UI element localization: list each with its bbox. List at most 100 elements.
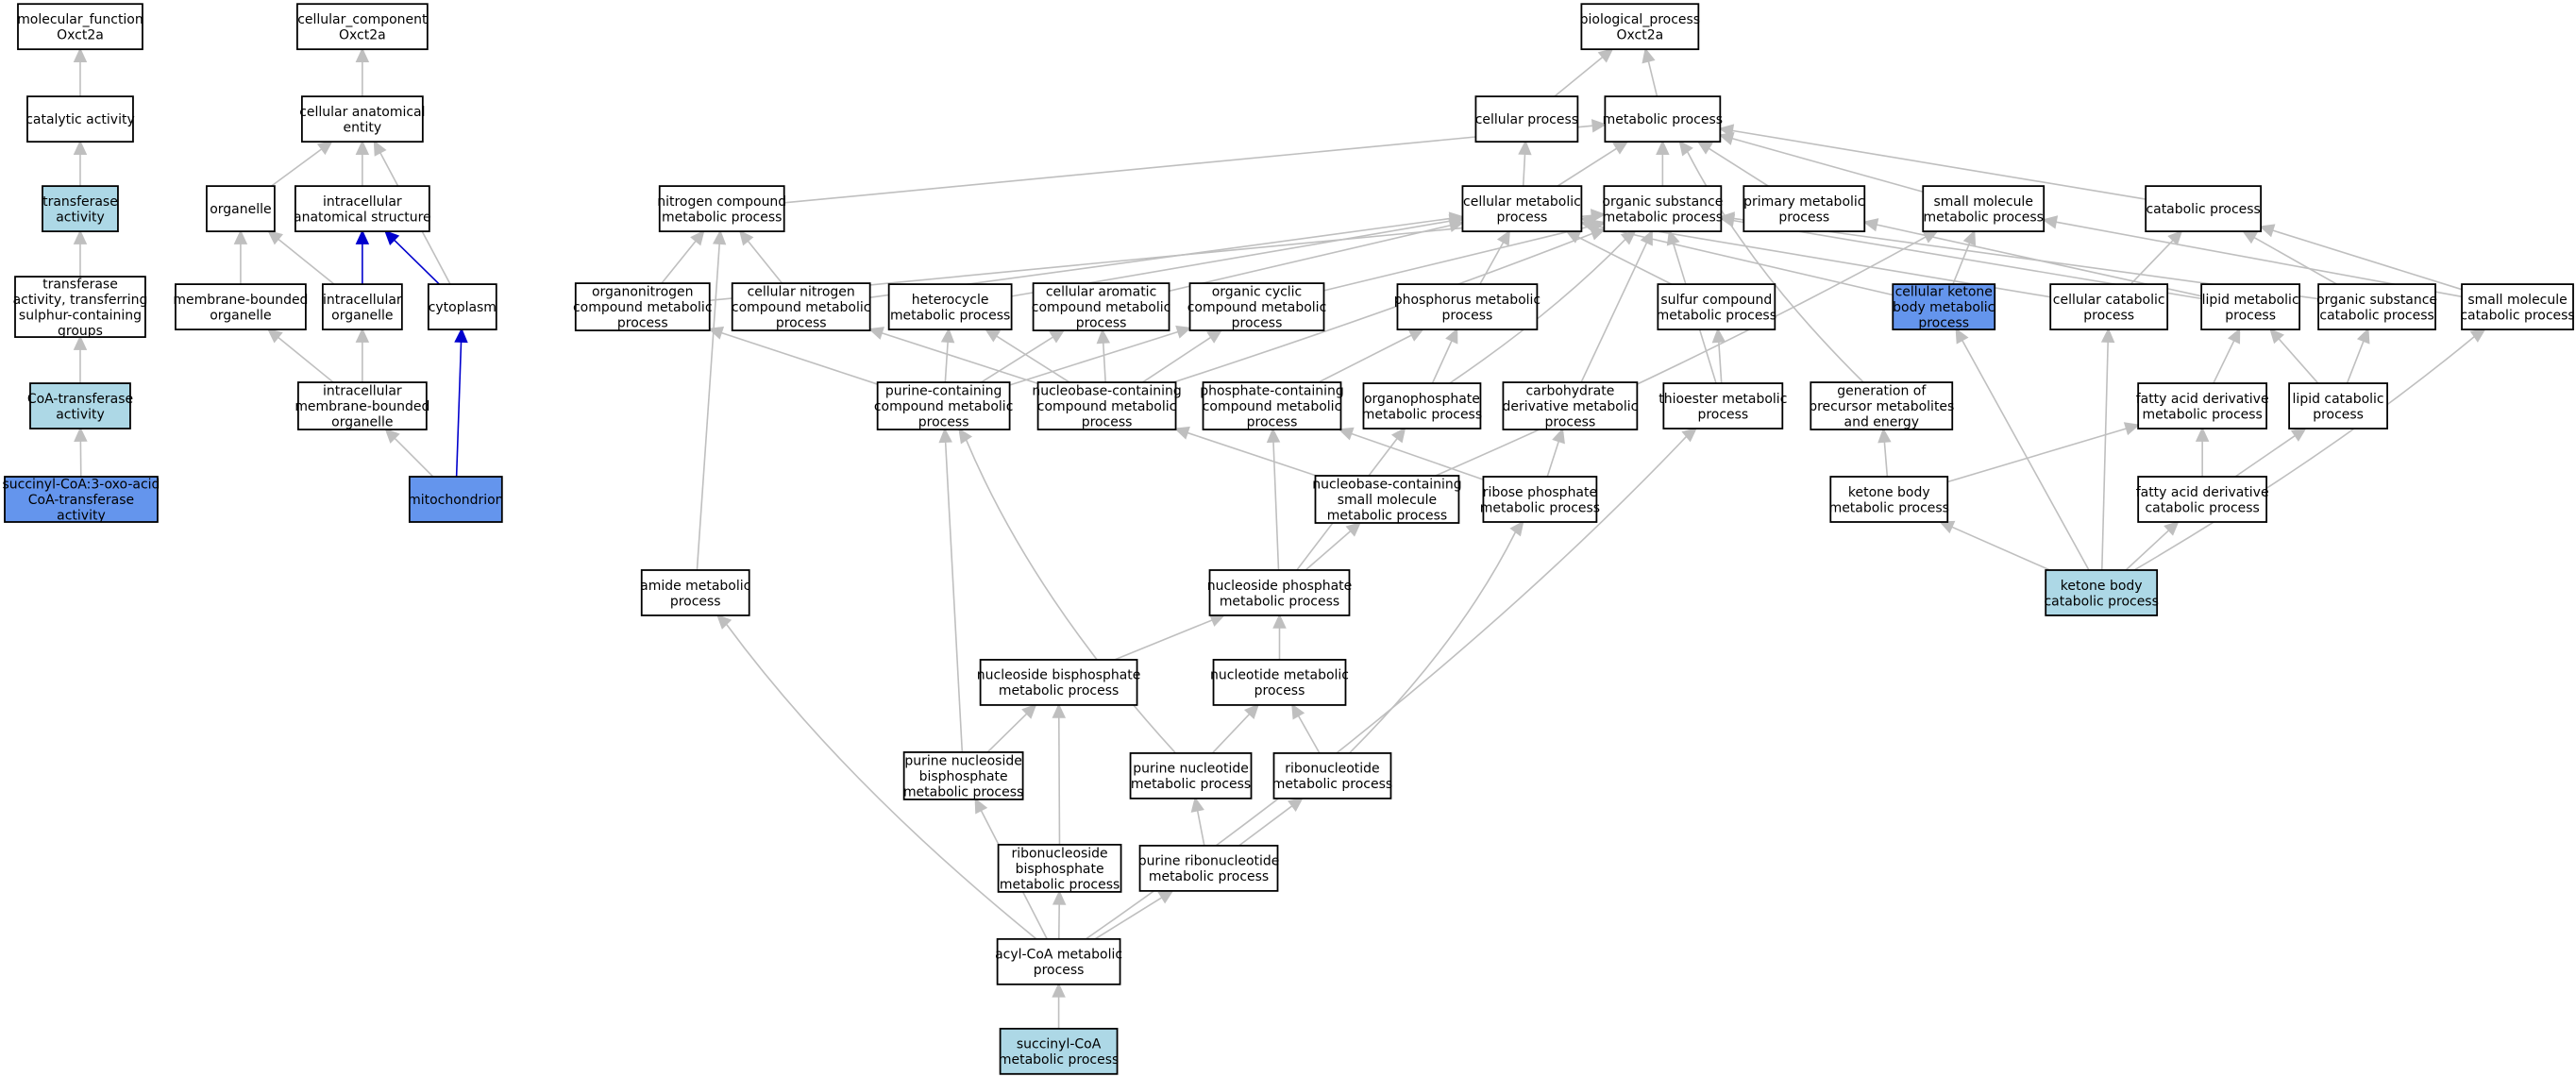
- node-organelle[interactable]: organelle: [206, 185, 276, 233]
- node-box[interactable]: [997, 843, 1122, 893]
- node-box[interactable]: [2145, 185, 2263, 233]
- node-box[interactable]: [1362, 382, 1482, 429]
- node-box[interactable]: [1036, 381, 1177, 430]
- node-box[interactable]: [1138, 844, 1279, 892]
- node-catalytic[interactable]: catalytic activity: [25, 95, 135, 143]
- node-box[interactable]: [2137, 382, 2268, 429]
- node-box[interactable]: [26, 95, 134, 143]
- node-box[interactable]: [1208, 569, 1351, 616]
- node-box[interactable]: [731, 282, 871, 331]
- node-succinyl-coa-transferase[interactable]: succinyl-CoA:3-oxo-acidCoA-transferaseac…: [3, 476, 160, 524]
- node-box[interactable]: [29, 382, 131, 429]
- node-box[interactable]: [1580, 3, 1700, 51]
- node-box[interactable]: [1032, 282, 1170, 331]
- node-box[interactable]: [887, 283, 1013, 330]
- node-box[interactable]: [2288, 382, 2388, 429]
- node-box[interactable]: [1922, 185, 2046, 233]
- node-mitochondrion[interactable]: mitochondrion: [408, 476, 504, 523]
- node-box[interactable]: [876, 381, 1011, 430]
- node-box[interactable]: [1662, 382, 1784, 429]
- node-box[interactable]: [294, 185, 430, 233]
- node-box[interactable]: [1212, 659, 1347, 706]
- node-box[interactable]: [2049, 283, 2169, 330]
- node-cytoplasm[interactable]: cytoplasm: [427, 283, 497, 330]
- node-box[interactable]: [427, 283, 497, 330]
- node-catabolic-process[interactable]: catabolic process: [2145, 185, 2263, 233]
- node-box[interactable]: [4, 476, 159, 523]
- node-box[interactable]: [408, 476, 503, 523]
- node-box[interactable]: [295, 3, 429, 51]
- node-box[interactable]: [1272, 752, 1392, 799]
- node-box[interactable]: [17, 3, 143, 51]
- node-box[interactable]: [640, 569, 750, 616]
- node-box[interactable]: [574, 282, 711, 331]
- node-box[interactable]: [1314, 475, 1460, 524]
- node-box[interactable]: [2045, 569, 2159, 616]
- node-box[interactable]: [996, 937, 1121, 985]
- node-box[interactable]: [1502, 381, 1639, 430]
- node-box[interactable]: [206, 185, 276, 233]
- node-box[interactable]: [1129, 752, 1253, 799]
- node-box[interactable]: [296, 381, 428, 430]
- node-box[interactable]: [1829, 476, 1949, 523]
- node-box[interactable]: [2461, 283, 2574, 330]
- node-box[interactable]: [2137, 476, 2268, 523]
- node-box[interactable]: [1892, 283, 1996, 330]
- node-box[interactable]: [1603, 185, 1723, 233]
- node-box[interactable]: [658, 185, 785, 233]
- node-box[interactable]: [902, 751, 1024, 800]
- node-box[interactable]: [14, 276, 146, 338]
- node-box[interactable]: [999, 1027, 1119, 1075]
- node-box[interactable]: [1743, 185, 1866, 233]
- node-box[interactable]: [1461, 185, 1583, 233]
- node-box[interactable]: [1474, 95, 1579, 143]
- node-box[interactable]: [321, 283, 403, 330]
- node-metabolic-process[interactable]: metabolic process: [1603, 95, 1723, 143]
- node-box[interactable]: [2200, 283, 2301, 330]
- node-box[interactable]: [1810, 381, 1954, 430]
- node-cellular-process[interactable]: cellular process: [1474, 95, 1579, 143]
- node-box[interactable]: [979, 659, 1138, 706]
- node-box[interactable]: [300, 95, 424, 143]
